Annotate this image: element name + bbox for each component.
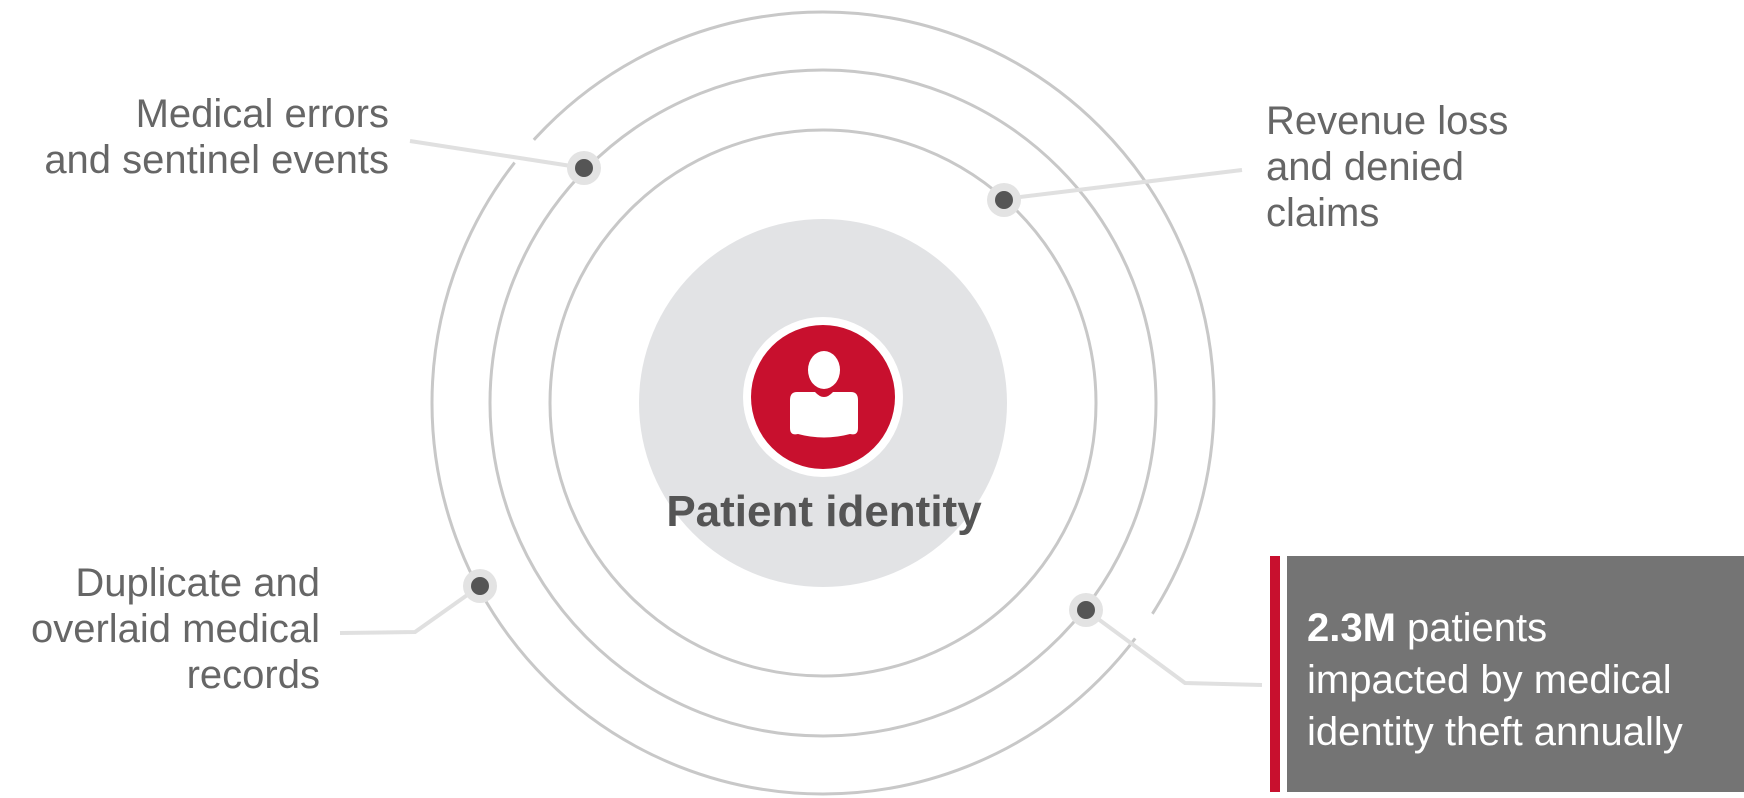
label-duplicate-records: Duplicate and overlaid medical records — [30, 561, 320, 697]
person-icon — [743, 317, 903, 477]
node-revenue-loss — [987, 183, 1021, 217]
center-title: Patient identity — [666, 487, 982, 536]
stat-accent-bar — [1270, 556, 1280, 792]
connector-medical-errors — [409, 139, 585, 170]
label-medical-errors: Medical errors and sentinel events — [44, 92, 389, 182]
connector-stat — [1084, 608, 1263, 687]
node-duplicate — [463, 569, 497, 603]
ring-gap-top-right — [1067, 160, 1098, 192]
node-medical-errors — [567, 151, 601, 185]
stat-value: 2.3M — [1307, 606, 1396, 650]
middle-ring — [488, 68, 1158, 738]
outer-ring — [430, 10, 1216, 796]
connector-duplicate — [339, 584, 482, 635]
stat-text: patients impacted by medical identity th… — [1307, 606, 1683, 754]
ring-gap-bottom-right — [1127, 608, 1155, 640]
stat-callout: 2.3M patients impacted by medical identi… — [1287, 556, 1744, 792]
inner-ring — [548, 128, 1098, 678]
connector-revenue-loss — [1003, 168, 1243, 201]
node-stat — [1069, 593, 1103, 627]
label-revenue-loss: Revenue loss and denied claims — [1266, 99, 1509, 235]
